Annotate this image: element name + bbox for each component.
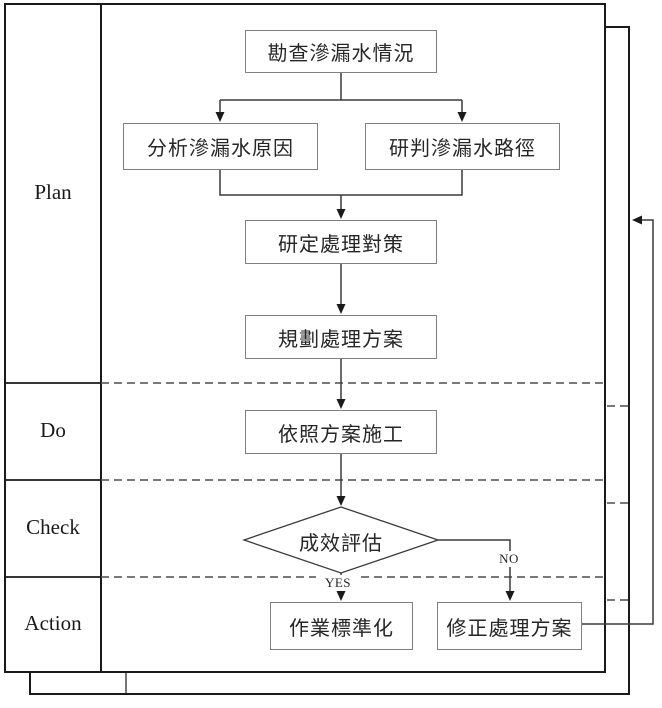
flow-node-revise: 修正處理方案: [437, 602, 582, 650]
flow-node-evaluate: 成效評估: [299, 533, 383, 555]
row-label-do: Do: [40, 418, 66, 442]
flow-node-plan-scheme: 規劃處理方案: [245, 315, 437, 359]
row-label-action: Action: [24, 611, 82, 635]
arrowhead-icon: [632, 215, 642, 225]
flow-node-standardize: 作業標準化: [270, 602, 413, 650]
flow-node-determine-path: 研判滲漏水路徑: [365, 123, 560, 170]
edge-label-yes: YES: [316, 575, 360, 591]
flow-node-analyze-cause: 分析滲漏水原因: [123, 123, 318, 170]
flow-node-survey: 勘查滲漏水情況: [245, 30, 437, 73]
row-label-check: Check: [26, 515, 80, 539]
flow-node-countermeasures: 研定處理對策: [245, 220, 437, 264]
edge-label-no: NO: [492, 551, 526, 567]
flow-node-construct: 依照方案施工: [245, 410, 437, 454]
row-label-plan: Plan: [34, 180, 72, 204]
